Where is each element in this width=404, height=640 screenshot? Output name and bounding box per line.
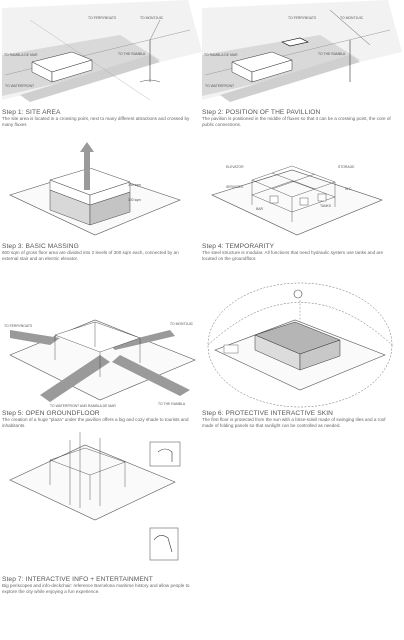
step7-description: Big periscopes and info-deckchair: refer… (2, 583, 190, 594)
step7-title: Step 7: INTERACTIVE INFO + ENTERTAINMENT (2, 576, 153, 583)
step2-label-waterfront: TO WATERFRONT (205, 84, 234, 88)
step5-label-montjuic: TO MONTJUIC (170, 322, 194, 326)
step2-drawing (202, 0, 402, 102)
step4-drawing (211, 165, 383, 236)
step4-label-storage: STORAGE (338, 165, 355, 169)
step4-description: The steel structure is modular. All func… (202, 250, 384, 261)
step4-label-bar: BAR (256, 207, 264, 211)
step7-caption: Step 7: INTERACTIVE INFO + ENTERTAINMENT… (2, 576, 198, 594)
step4-caption: Step 4: TEMPORARITY The steel structure … (202, 243, 398, 261)
step5-label-ferryboats: TO FERRYBOATS (4, 324, 33, 328)
step5-label-waterfront-rambla: TO WATERFRONT AND RAMBLA DE MAR (50, 404, 116, 408)
step1-label-waterfront: TO WATERFRONT (5, 84, 34, 88)
step5-label-the-rambla: TO THE RAMBLA (158, 402, 186, 406)
step4-label-wc: W.C. (345, 187, 352, 191)
step6-caption: Step 6: PROTECTIVE INTERACTIVE SKIN The … (202, 410, 398, 428)
step2-label-montjuic: TO MONTJUIC (340, 16, 364, 20)
step1-label-the-rambla: TO THE RAMBLA (118, 52, 146, 56)
step5-caption: Step 5: OPEN GROUNDFLOOR The creation of… (2, 410, 194, 428)
step1-drawing (2, 0, 202, 102)
step3-label-300-lower: 300 sqm (128, 198, 141, 202)
step6-title: Step 6: PROTECTIVE INTERACTIVE SKIN (202, 410, 334, 417)
step5-drawing (9, 319, 196, 402)
step1-label-montjuic: TO MONTJUIC (140, 16, 164, 20)
step7-drawing (9, 432, 181, 561)
step4-title: Step 4: TEMPORARITY (202, 243, 275, 250)
step2-label-ferryboats: TO FERRYBOATS (288, 16, 317, 20)
step1-description: The site area is located in a crossing p… (2, 116, 190, 127)
step2-caption: Step 2: POSITION OF THE PAVILLION The pa… (202, 109, 398, 127)
step4-label-lift: ELEVATOR (226, 165, 244, 169)
step6-description: The first floor is protected from the su… (202, 417, 386, 428)
step2-label-the-rambla: TO THE RAMBLA (318, 52, 346, 56)
step3-caption: Step 3: BASIC MASSING 600 sqm of gross f… (2, 243, 194, 261)
step3-description: 600 sqm of gross floor area are divided … (2, 250, 179, 261)
step4-label-services: SERVICES (226, 185, 244, 189)
step5-description: The creation of a huge "plaza" under the… (2, 417, 189, 428)
step4-label-tanks: TANKS (320, 204, 332, 208)
step2-label-rambla-de-mar: TO RAMBLA DE MAR (204, 53, 238, 57)
step3-drawing (9, 142, 181, 236)
step1-label-rambla-de-mar: TO RAMBLA DE MAR (4, 53, 38, 57)
step1-caption: Step 1: SITE AREA The site area is locat… (2, 109, 194, 127)
step2-title: Step 2: POSITION OF THE PAVILLION (202, 109, 321, 116)
step1-title: Step 1: SITE AREA (2, 109, 61, 116)
step3-label-300-upper: 300 sqm (128, 183, 141, 187)
step6-drawing (207, 282, 393, 408)
step2-description: The pavilion is positioned in the middle… (202, 116, 391, 127)
step5-title: Step 5: OPEN GROUNDFLOOR (2, 410, 100, 417)
step3-title: Step 3: BASIC MASSING (2, 243, 79, 250)
step1-label-ferryboats: TO FERRYBOATS (88, 16, 117, 20)
